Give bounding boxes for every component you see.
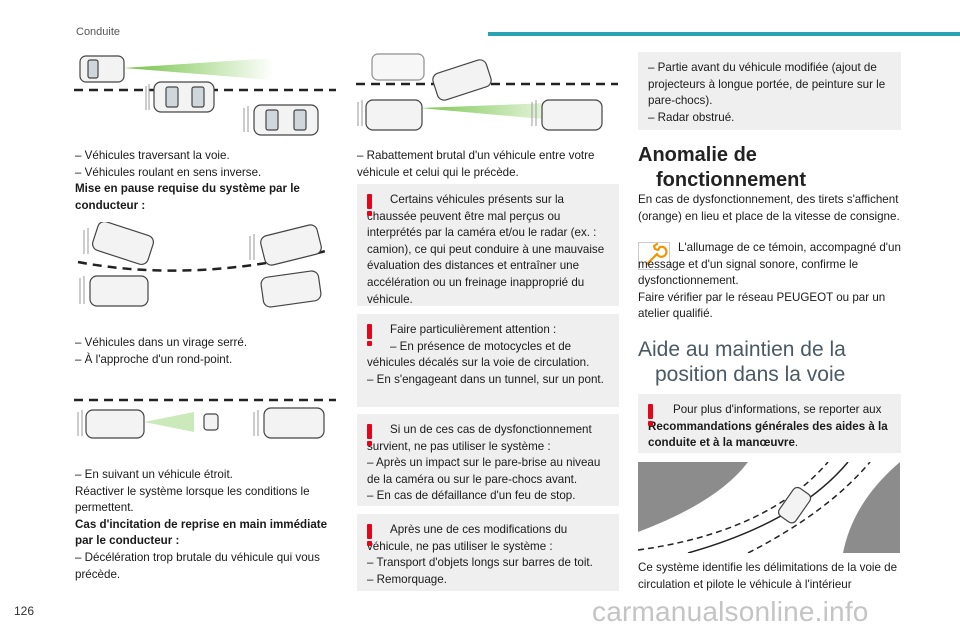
list-item: – Rabattement brutal d'un véhicule entre… xyxy=(357,149,595,179)
page-number: 126 xyxy=(14,604,35,618)
list-item: – Partie avant du véhicule modifiée (ajo… xyxy=(648,61,886,108)
warning-box-4: Après une de ces modifications du véhicu… xyxy=(357,514,619,591)
warning-icon xyxy=(367,424,372,446)
info-text-end: . xyxy=(794,436,799,450)
illustration-crossing-vehicles xyxy=(74,55,336,136)
warning-box-1: Certains véhicules présents sur la chaus… xyxy=(357,184,619,306)
anomalie-p2: L'allumage de ce témoin, accompagné d'un… xyxy=(638,240,902,323)
list-item: – En cas de défaillance d'un feu de stop… xyxy=(367,489,576,503)
warning-icon xyxy=(367,324,372,346)
list-item: – Après un impact sur le pare-brise au n… xyxy=(367,456,601,486)
warning-text: Si un de ces cas de dysfonctionnement su… xyxy=(367,423,592,453)
list-item: – À l'approche d'un rond-point. xyxy=(75,352,233,366)
info-bold-link: Recommandations générales des aides à la… xyxy=(648,419,888,450)
heading-line: position dans la voie xyxy=(655,363,846,386)
warning-text: Après une de ces modifications du véhicu… xyxy=(367,523,568,553)
paragraph: L'allumage de ce témoin, accompagné d'un… xyxy=(638,241,901,288)
list-item: – Décélération trop brutale du véhicule … xyxy=(75,550,320,581)
wrench-warning-icon xyxy=(638,242,670,270)
list-item: – Transport d'objets longs sur barres de… xyxy=(367,556,593,570)
anomalie-p1: En cas de dysfonctionnement, des tirets … xyxy=(638,192,902,225)
list-item: – Véhicules dans un virage serré. xyxy=(75,336,248,349)
paragraph: Réactiver le système lorsque les conditi… xyxy=(75,484,310,515)
warning-text: Faire particulièrement attention : xyxy=(390,323,557,336)
col1-block3: – En suivant un véhicule étroit. Réactiv… xyxy=(75,467,347,583)
list-item: – Radar obstrué. xyxy=(648,110,735,124)
list-item: – En présence de motocycles et de véhicu… xyxy=(367,339,590,370)
watermark: carmanualsonline.info xyxy=(592,596,869,627)
paragraph: Ce système identifie les délimitations d… xyxy=(638,561,898,591)
illustration-tight-curve xyxy=(77,222,331,308)
heading-line: fonctionnement xyxy=(656,169,806,191)
warning-icon xyxy=(648,404,653,426)
section-title: Conduite xyxy=(76,26,121,38)
col1-block2: – Véhicules dans un virage serré. – À l'… xyxy=(75,335,345,368)
warning-box-3: Si un de ces cas de dysfonctionnement su… xyxy=(357,414,619,506)
aide-heading: Aide au maintien de la position dans la … xyxy=(638,337,846,387)
heading-line: Aide au maintien de la xyxy=(638,338,846,361)
pause-heading: Mise en pause requise du système par le … xyxy=(75,182,300,212)
reprise-heading: Cas d'incitation de reprise en main immé… xyxy=(75,517,328,548)
bottom-text: Ce système identifie les délimitations d… xyxy=(638,560,902,593)
info-text: Pour plus d'informations, se reporter au… xyxy=(673,403,882,416)
anomalie-heading: Anomalie de fonctionnement xyxy=(638,143,806,193)
col1-block1: – Véhicules traversant la voie. – Véhicu… xyxy=(75,148,345,214)
paragraph: En cas de dysfonctionnement, des tirets … xyxy=(638,193,900,223)
paragraph: Faire vérifier par le réseau PEUGEOT ou … xyxy=(638,290,886,321)
list-item: – Véhicules roulant en sens inverse. xyxy=(75,165,262,179)
illustration-lane-keeping xyxy=(638,462,900,553)
info-box-aide: Pour plus d'informations, se reporter au… xyxy=(638,394,901,453)
warning-icon xyxy=(367,194,372,216)
list-item: – Remorquage. xyxy=(367,572,447,586)
col2-block1: – Rabattement brutal d'un véhicule entre… xyxy=(357,148,619,181)
warning-text: Certains véhicules présents sur la chaus… xyxy=(367,193,605,306)
illustration-cut-in xyxy=(356,53,618,131)
list-item: – En s'engageant dans un tunnel, sur un … xyxy=(367,372,604,386)
header-accent-bar xyxy=(488,32,960,36)
list-item: – En suivant un véhicule étroit. xyxy=(75,468,233,481)
illustration-narrow-vehicle xyxy=(74,398,336,439)
list-item: – Véhicules traversant la voie. xyxy=(75,149,230,162)
info-box-top: – Partie avant du véhicule modifiée (ajo… xyxy=(638,52,901,130)
heading-line: Anomalie de xyxy=(638,144,757,166)
warning-icon xyxy=(367,524,372,546)
warning-box-2: Faire particulièrement attention : – En … xyxy=(357,314,619,407)
